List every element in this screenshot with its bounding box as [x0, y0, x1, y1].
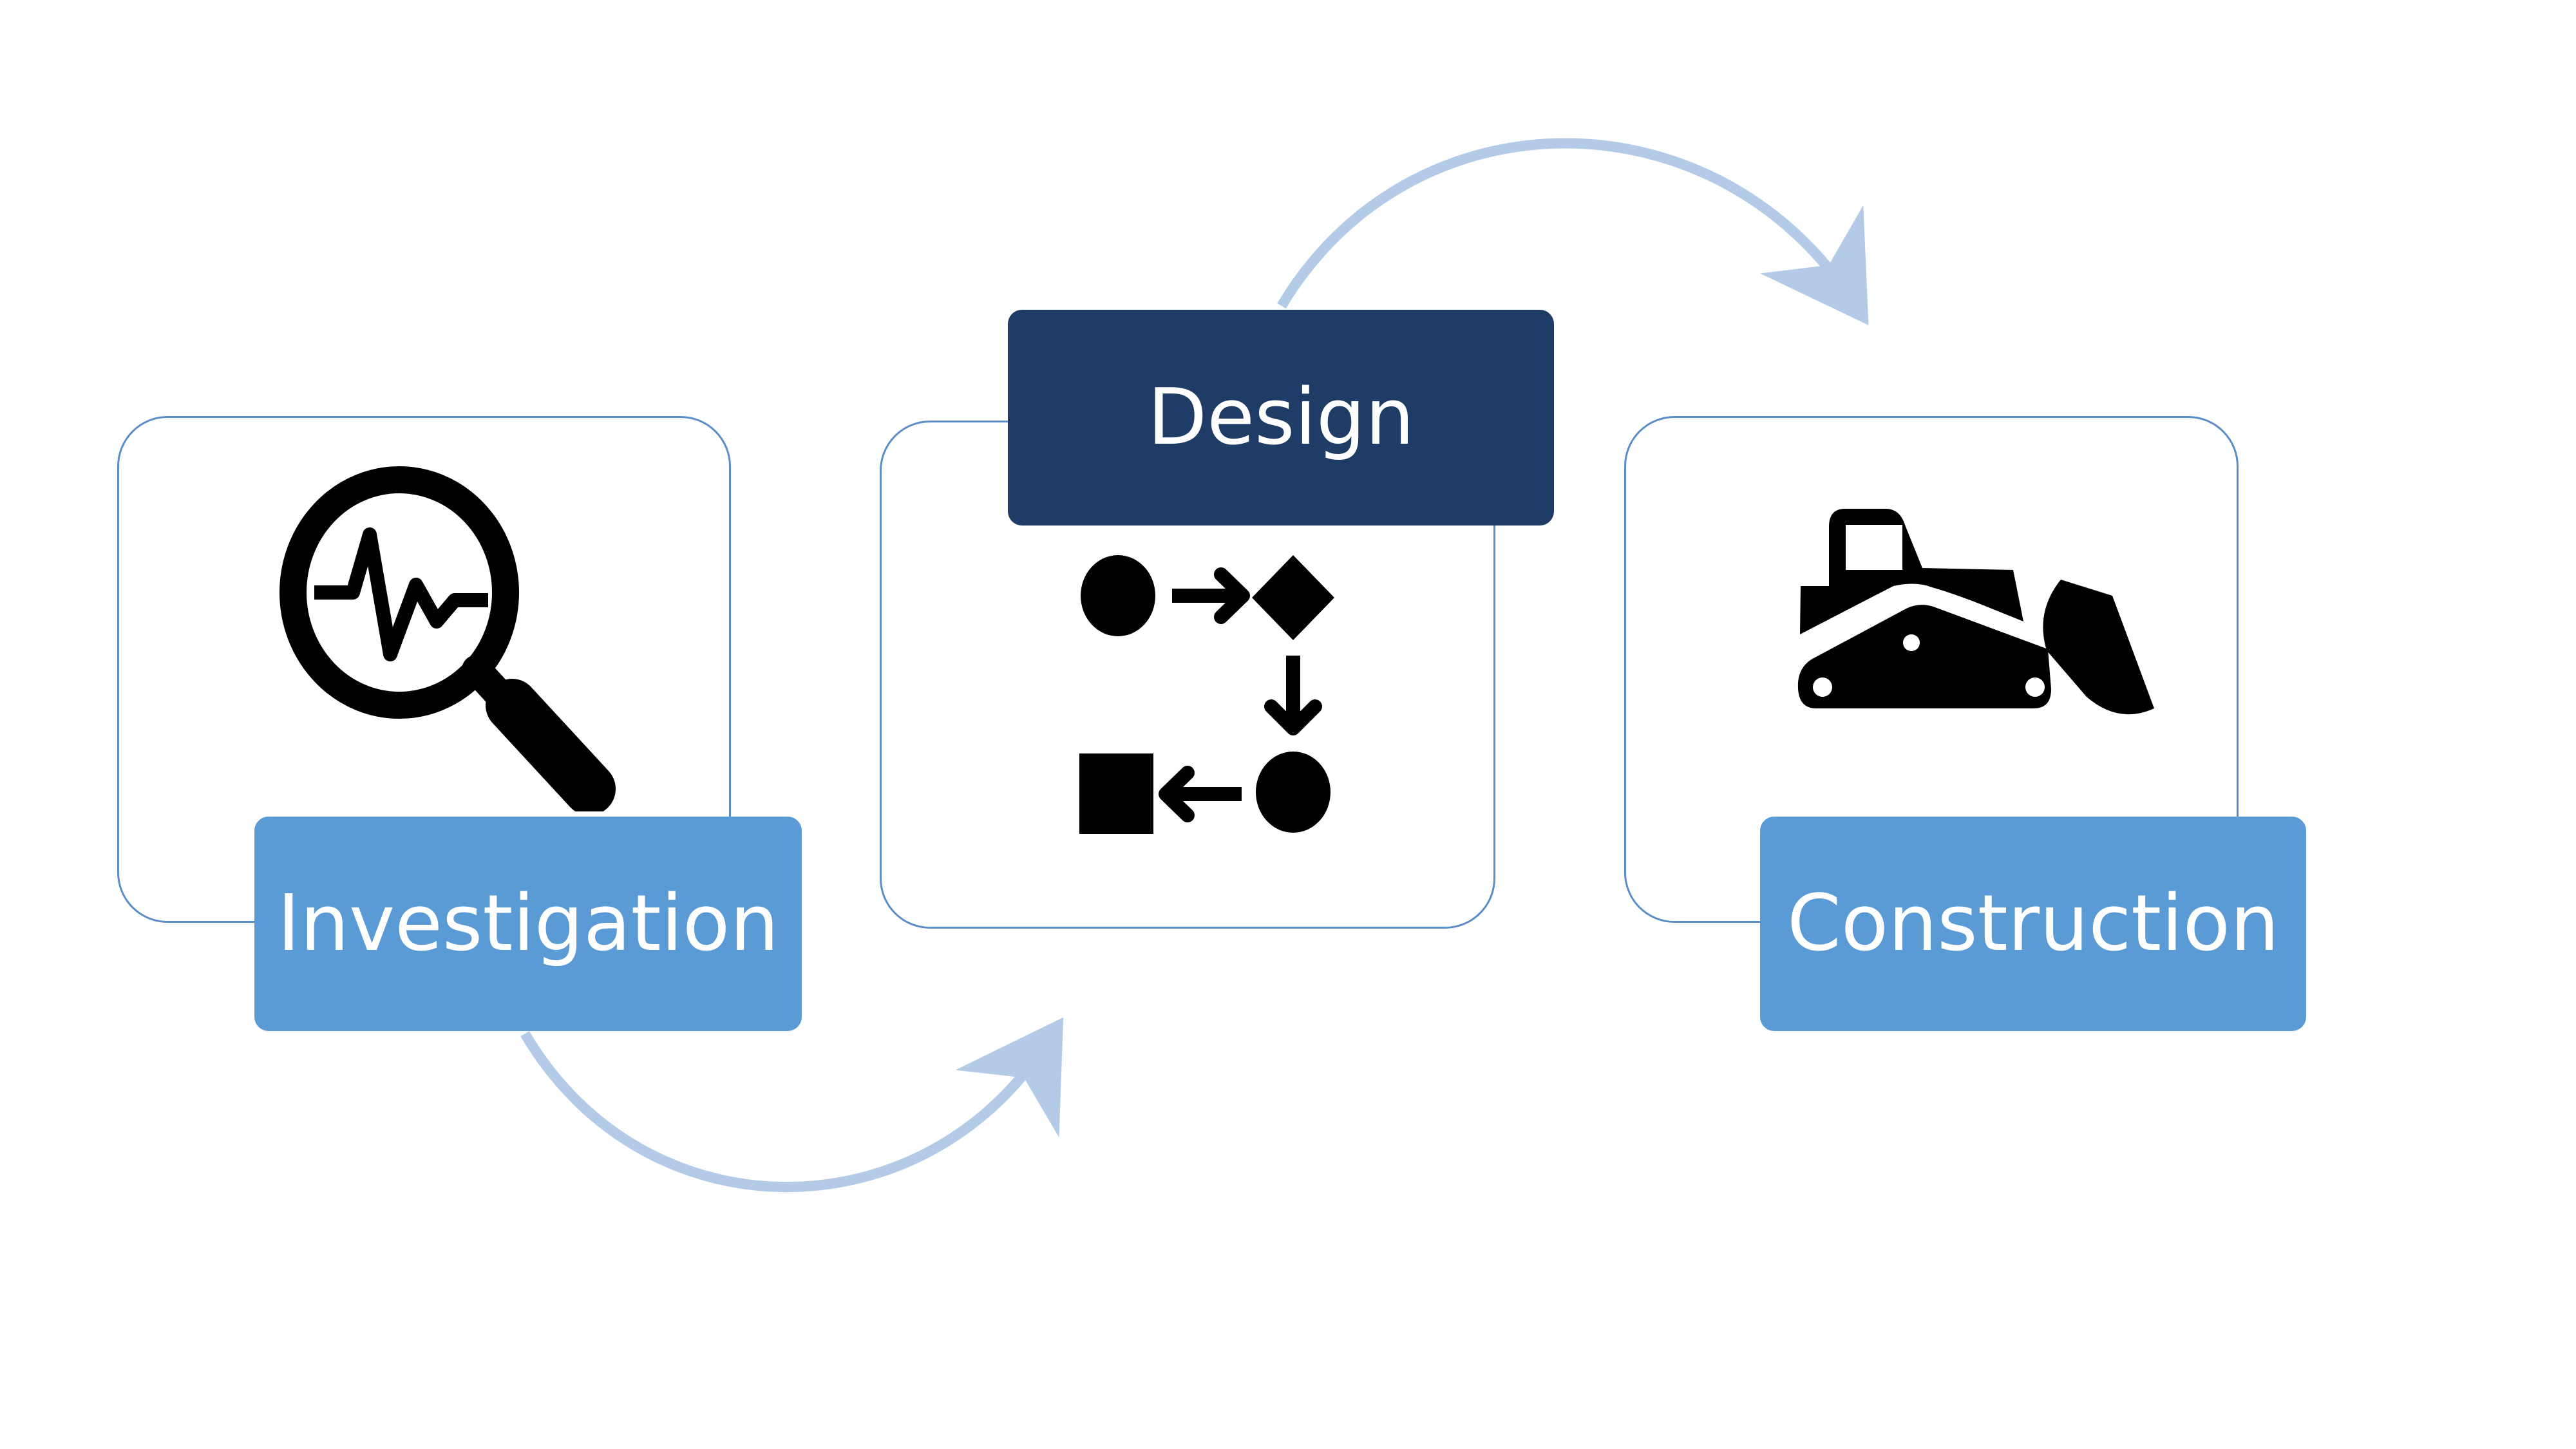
- process-flow-icon: [1079, 555, 1334, 834]
- design-label: Design: [1008, 310, 1554, 526]
- investigation-label: Investigation: [254, 817, 802, 1031]
- arrow-design-to-construction: [1277, 138, 1869, 326]
- investigation-label-text: Investigation: [277, 879, 779, 969]
- design-label-text: Design: [1147, 373, 1415, 462]
- construction-label: Construction: [1760, 817, 2306, 1031]
- magnifier-waveform-icon: [279, 466, 616, 811]
- bulldozer-icon: [1797, 509, 2154, 715]
- construction-label-text: Construction: [1786, 879, 2280, 969]
- arrow-investigation-to-design: [520, 1017, 1064, 1193]
